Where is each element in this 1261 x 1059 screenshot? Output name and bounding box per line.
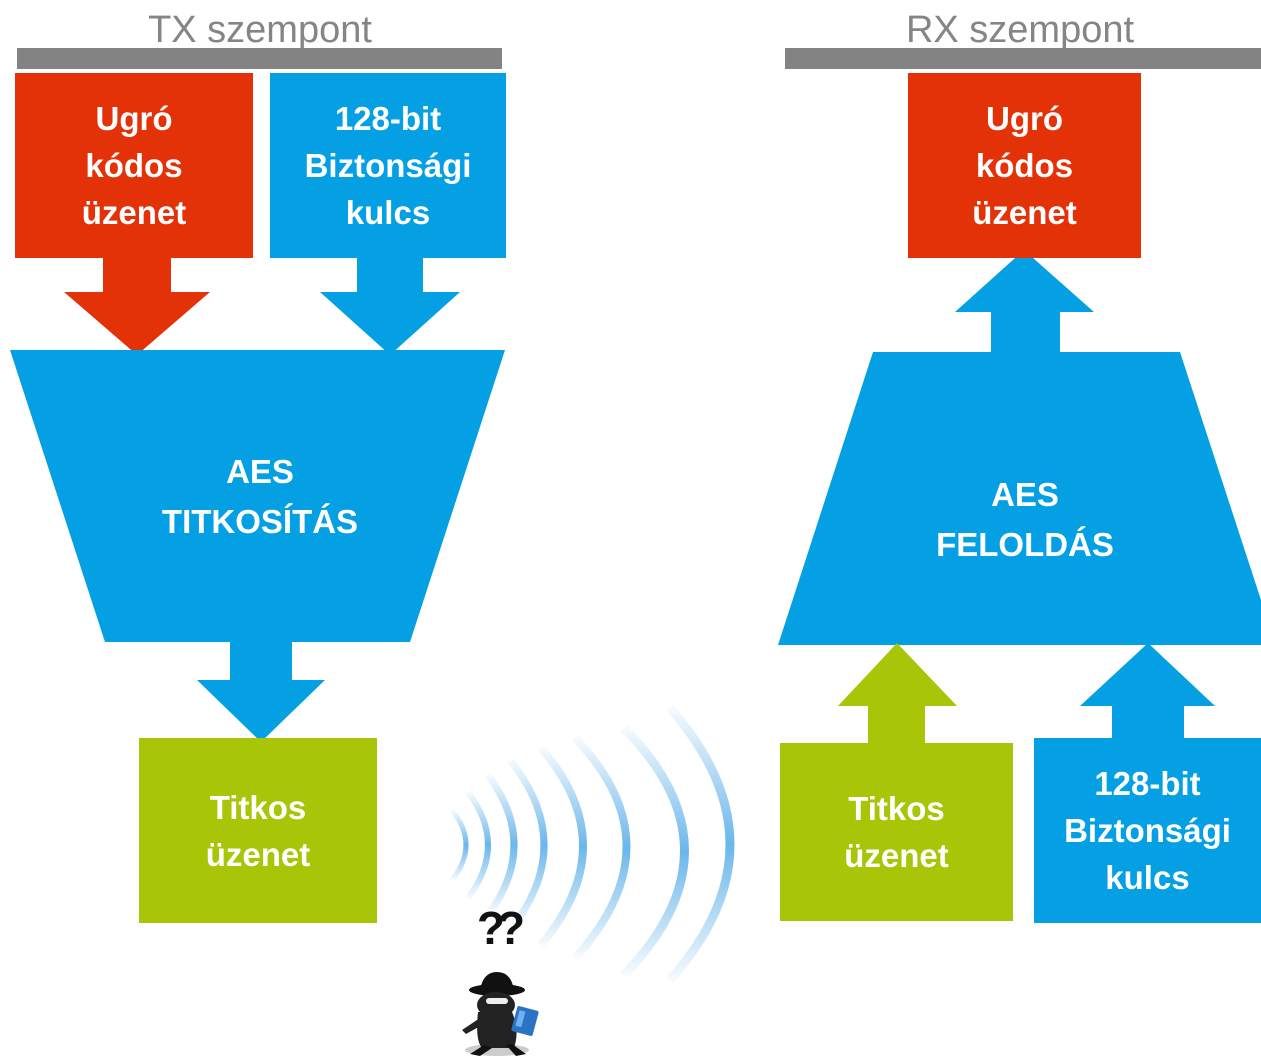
tx-hopping-line-1: Ugró [95,100,173,137]
rx-hopping-line-1: Ugró [985,100,1063,137]
tx-key-line-1: 128-bit [334,100,442,137]
rx-hopping-line-3: üzenet [972,194,1077,231]
rx-decrypt-line-1: AES [991,476,1059,513]
tx-hopping-code-box: Ugró kódos üzenet [15,73,253,258]
tx-secret-message-box: Titkos üzenet [139,738,377,923]
rx-key-line-1: 128-bit [1094,765,1201,802]
rx-decrypt-label: AES FELOLDÁS [875,470,1175,570]
tx-key-down-arrow [320,255,460,355]
tx-security-key-box: 128-bit Biztonsági kulcs [270,73,506,258]
eavesdropper-icon [462,972,539,1056]
rx-hopping-code-box: Ugró kódos üzenet [908,73,1141,258]
rx-decrypt-trapezoid [778,352,1261,645]
rx-key-line-3: kulcs [1105,859,1190,896]
tx-secret-down-arrow [197,638,325,742]
tx-encrypt-label: AES TITKOSÍTÁS [110,447,410,547]
rx-title-bar [785,48,1261,69]
tx-title-bar [17,48,502,69]
question-marks: ?? [476,902,525,954]
radio-waves-icon [450,705,735,983]
rx-key-line-2: Biztonsági [1064,812,1231,849]
rx-decrypt-line-2: FELOLDÁS [936,526,1114,563]
tx-key-line-3: kulcs [345,194,431,231]
rx-hopping-up-arrow [955,250,1094,360]
rx-key-up-arrow [1080,643,1215,745]
tx-title: TX szempont [148,9,372,51]
tx-encrypt-line-2: TITKOSÍTÁS [161,503,359,540]
tx-secret-line-1: Titkos [209,788,307,826]
rx-title: RX szempont [905,9,1135,51]
tx-secret-line-2: üzenet [205,835,311,873]
tx-encrypt-line-1: AES [226,453,294,490]
rx-security-key-box: 128-bit Biztonsági kulcs [1034,738,1261,923]
rx-secret-line-2: üzenet [844,837,949,874]
tx-hopping-line-2: kódos [85,147,183,184]
tx-encrypt-trapezoid [10,350,505,642]
tx-key-line-2: Biztonsági [304,147,472,184]
tx-hopping-down-arrow [64,255,210,355]
rx-secret-message-box: Titkos üzenet [780,743,1013,921]
tx-hopping-line-3: üzenet [81,194,187,231]
rx-secret-up-arrow [838,643,957,750]
rx-hopping-line-2: kódos [975,147,1074,184]
rx-secret-line-1: Titkos [848,790,945,827]
